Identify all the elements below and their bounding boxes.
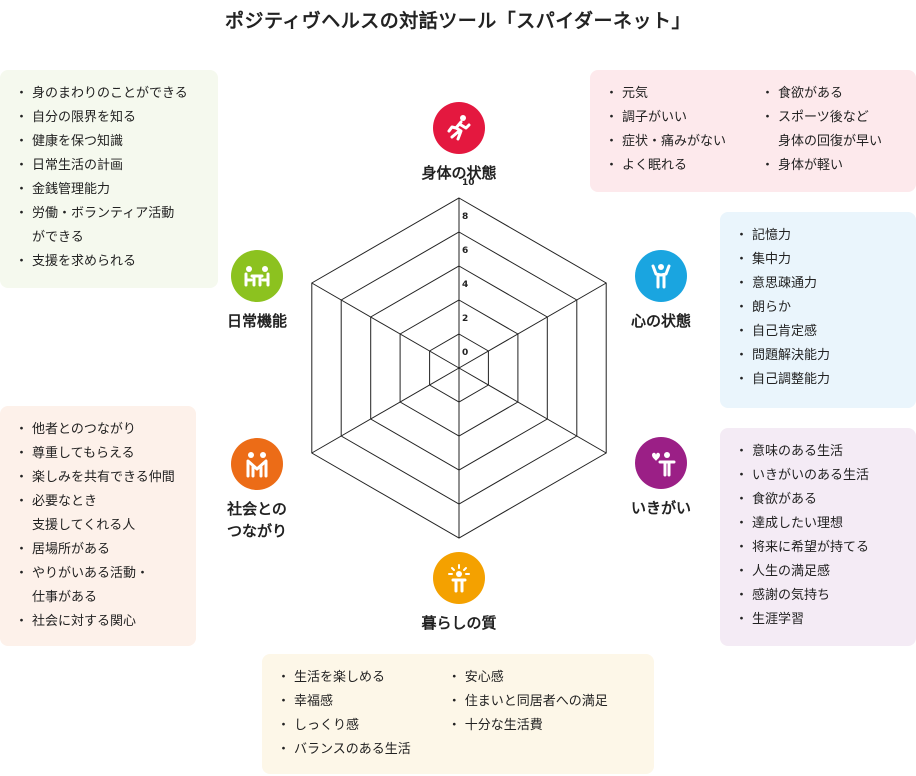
list-item: 食欲がある	[735, 488, 902, 512]
running-person-icon	[433, 102, 485, 154]
person-sparkle-icon	[433, 552, 485, 604]
category-mind: 心の状態	[616, 250, 706, 332]
axis-spoke-2	[458, 367, 607, 454]
mind-items-box: 記憶力集中力意思疎通力朗らか自己肯定感問題解決能力自己調整能力	[720, 212, 916, 408]
category-label-purpose: いきがい	[630, 499, 691, 517]
daily-items-list: 身のまわりのことができる自分の限界を知る健康を保つ知識日常生活の計画金銭管理能力…	[15, 82, 204, 274]
mind-items-list: 記憶力集中力意思疎通力朗らか自己肯定感問題解決能力自己調整能力	[735, 224, 902, 392]
list-item: 問題解決能力	[735, 344, 902, 368]
list-item: 自分の限界を知る	[15, 106, 204, 130]
list-item: 生涯学習	[735, 608, 902, 632]
scale-tick-label: 6	[462, 246, 468, 256]
list-item: 幸福感	[277, 690, 411, 714]
list-item: 食欲がある	[761, 82, 882, 106]
list-item: 労働・ボランティア活動 ができる	[15, 202, 204, 250]
list-item: 調子がいい	[605, 106, 726, 130]
list-item: よく眠れる	[605, 154, 726, 178]
list-item: 他者とのつながり	[15, 418, 182, 442]
body-items-col2: 食欲があるスポーツ後など 身体の回復が早い身体が軽い	[761, 82, 882, 178]
scale-tick-label: 0	[462, 348, 468, 358]
scale-tick-label: 2	[462, 314, 468, 324]
scale-tick-label: 10	[462, 178, 475, 188]
list-item: 楽しみを共有できる仲間	[15, 466, 182, 490]
scale-tick-label: 4	[462, 280, 468, 290]
category-body: 身体の状態	[400, 102, 518, 184]
list-item: 意思疎通力	[735, 272, 902, 296]
list-item: 人生の満足感	[735, 560, 902, 584]
daily-items-box: 身のまわりのことができる自分の限界を知る健康を保つ知識日常生活の計画金銭管理能力…	[0, 70, 218, 288]
list-item: 必要なとき 支援してくれる人	[15, 490, 182, 538]
person-heart-icon	[635, 437, 687, 489]
category-label-social: 社会との つながり	[226, 500, 287, 540]
people-connection-icon	[231, 438, 283, 490]
list-item: 日常生活の計画	[15, 154, 204, 178]
category-label-body: 身体の状態	[421, 164, 497, 182]
list-item: 健康を保つ知識	[15, 130, 204, 154]
list-item: 意味のある生活	[735, 440, 902, 464]
category-purpose: いきがい	[616, 437, 706, 519]
body-items-box: 元気調子がいい症状・痛みがないよく眠れる 食欲があるスポーツ後など 身体の回復が…	[590, 70, 916, 192]
list-item: 症状・痛みがない	[605, 130, 726, 154]
page-title: ポジティヴヘルスの対話ツール「スパイダーネット」	[224, 10, 692, 32]
quality-items-col1: 生活を楽しめる幸福感しっくり感バランスのある生活	[277, 666, 411, 762]
category-label-daily: 日常機能	[226, 312, 287, 330]
list-item: 身体が軽い	[761, 154, 882, 178]
list-item: 十分な生活費	[448, 714, 608, 738]
purpose-items-list: 意味のある生活いきがいのある生活食欲がある達成したい理想将来に希望が持てる人生の…	[735, 440, 902, 632]
list-item: 感謝の気持ち	[735, 584, 902, 608]
list-item: 自己肯定感	[735, 320, 902, 344]
category-label-mind: 心の状態	[630, 312, 691, 330]
category-social: 社会との つながり	[212, 438, 302, 542]
list-item: 元気	[605, 82, 726, 106]
list-item: 生活を楽しめる	[277, 666, 411, 690]
social-items-list: 他者とのつながり尊重してもらえる楽しみを共有できる仲間必要なとき 支援してくれる…	[15, 418, 182, 634]
axis-spoke-1	[458, 282, 607, 369]
list-item: 集中力	[735, 248, 902, 272]
list-item: 社会に対する関心	[15, 610, 182, 634]
people-at-table-icon	[231, 250, 283, 302]
category-label-quality: 暮らしの質	[421, 614, 497, 632]
list-item: いきがいのある生活	[735, 464, 902, 488]
social-items-box: 他者とのつながり尊重してもらえる楽しみを共有できる仲間必要なとき 支援してくれる…	[0, 406, 196, 646]
list-item: 居場所がある	[15, 538, 182, 562]
list-item: 住まいと同居者への満足	[448, 690, 608, 714]
quality-items-col2: 安心感住まいと同居者への満足十分な生活費	[448, 666, 608, 762]
list-item: 支援を求められる	[15, 250, 204, 274]
axis-spoke-4	[311, 367, 460, 454]
list-item: しっくり感	[277, 714, 411, 738]
list-item: 自己調整能力	[735, 368, 902, 392]
list-item: 朗らか	[735, 296, 902, 320]
list-item: 記憶力	[735, 224, 902, 248]
category-quality: 暮らしの質	[400, 552, 518, 634]
list-item: 将来に希望が持てる	[735, 536, 902, 560]
list-item: スポーツ後など 身体の回復が早い	[761, 106, 882, 154]
quality-items-box: 生活を楽しめる幸福感しっくり感バランスのある生活 安心感住まいと同居者への満足十…	[262, 654, 654, 774]
person-arms-up-icon	[635, 250, 687, 302]
list-item: 達成したい理想	[735, 512, 902, 536]
list-item: 尊重してもらえる	[15, 442, 182, 466]
body-items-col1: 元気調子がいい症状・痛みがないよく眠れる	[605, 82, 726, 178]
axis-spoke-5	[311, 282, 460, 369]
purpose-items-box: 意味のある生活いきがいのある生活食欲がある達成したい理想将来に希望が持てる人生の…	[720, 428, 916, 646]
list-item: バランスのある生活	[277, 738, 411, 762]
scale-tick-label: 8	[462, 212, 468, 222]
category-daily: 日常機能	[212, 250, 302, 332]
list-item: 身のまわりのことができる	[15, 82, 204, 106]
list-item: 安心感	[448, 666, 608, 690]
list-item: 金銭管理能力	[15, 178, 204, 202]
list-item: やりがいある活動・ 仕事がある	[15, 562, 182, 610]
